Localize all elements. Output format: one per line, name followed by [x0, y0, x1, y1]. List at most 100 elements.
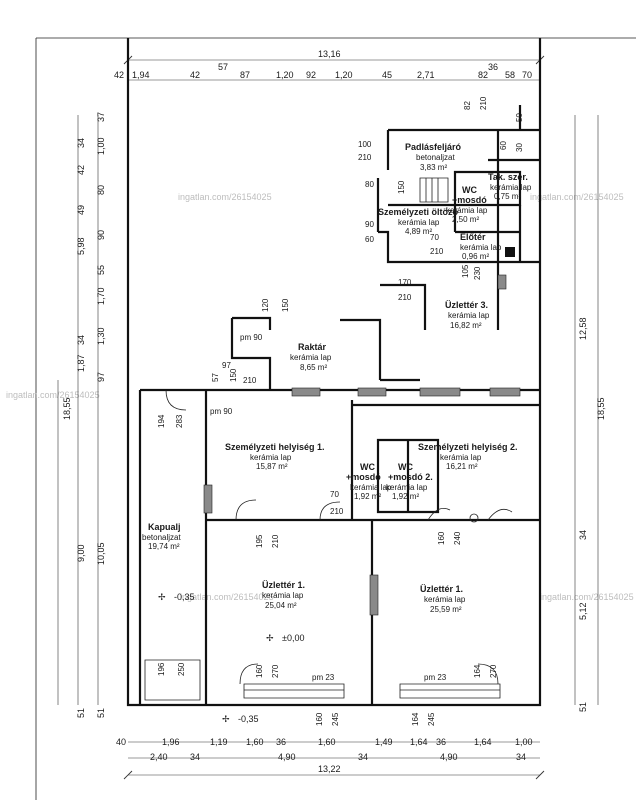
- svg-text:210: 210: [430, 247, 444, 256]
- svg-text:Tak. szer.: Tak. szer.: [488, 172, 528, 182]
- svg-text:12,58: 12,58: [578, 317, 588, 340]
- svg-text:196: 196: [157, 662, 166, 676]
- svg-text:4,90: 4,90: [278, 752, 296, 762]
- svg-text:1,60: 1,60: [318, 737, 336, 747]
- svg-text:150: 150: [281, 298, 290, 312]
- svg-text:Személyzeti öltöző: Személyzeti öltöző: [378, 207, 459, 217]
- svg-text:15,87 m²: 15,87 m²: [256, 462, 288, 471]
- svg-text:-0,35: -0,35: [238, 714, 259, 724]
- svg-text:283: 283: [175, 414, 184, 428]
- top-dimensions: 13,16 57 36 42 1,94 42 87 1,20 92 1,20 4…: [114, 49, 545, 81]
- room-raktar: Raktár kerámia lap 8,65 m²: [290, 342, 332, 372]
- svg-text:164: 164: [473, 664, 482, 678]
- svg-text:160: 160: [315, 712, 324, 726]
- svg-text:82: 82: [478, 70, 488, 80]
- svg-text:80: 80: [365, 180, 374, 189]
- svg-text:250: 250: [177, 662, 186, 676]
- room-szemely2: Személyzeti helyiség 2. kerámia lap 16,2…: [418, 442, 518, 471]
- svg-text:1,94: 1,94: [132, 70, 150, 80]
- svg-text:WC: WC: [462, 185, 477, 195]
- svg-text:210: 210: [479, 96, 488, 110]
- svg-text:8,65 m²: 8,65 m²: [300, 363, 327, 372]
- svg-text:42: 42: [76, 165, 86, 175]
- svg-text:kerámia lap: kerámia lap: [424, 595, 466, 604]
- svg-text:25,04 m²: 25,04 m²: [265, 601, 297, 610]
- svg-text:0,96 m²: 0,96 m²: [462, 252, 489, 261]
- svg-text:2,71: 2,71: [417, 70, 435, 80]
- svg-text:1,96: 1,96: [162, 737, 180, 747]
- watermark: ingatlan.com/26154025: [180, 592, 274, 602]
- svg-text:kerámia lap: kerámia lap: [490, 183, 532, 192]
- svg-text:kerámia lap: kerámia lap: [460, 243, 502, 252]
- svg-text:82: 82: [463, 101, 472, 110]
- svg-text:pm 90: pm 90: [240, 333, 263, 342]
- svg-text:19,74 m²: 19,74 m²: [148, 542, 180, 551]
- svg-text:36: 36: [436, 737, 446, 747]
- svg-text:87: 87: [240, 70, 250, 80]
- svg-text:+mosdó 2.: +mosdó 2.: [388, 472, 433, 482]
- svg-text:Raktár: Raktár: [298, 342, 327, 352]
- svg-text:34: 34: [578, 530, 588, 540]
- room-padlas: Padlásfeljáró betonaljzat 3,83 m²: [405, 142, 462, 172]
- svg-text:kerámia lap: kerámia lap: [440, 453, 482, 462]
- opening-labels: 100 210 80 150 90 60 70 210 105 230 170 …: [157, 96, 524, 726]
- room-oltozo: Személyzeti öltöző kerámia lap 4,89 m²: [378, 207, 459, 236]
- svg-text:34: 34: [76, 335, 86, 345]
- shaft-icon: [505, 247, 515, 257]
- svg-text:0,75 m²: 0,75 m²: [494, 192, 521, 201]
- svg-text:5,12: 5,12: [578, 602, 588, 620]
- walls: [126, 38, 542, 707]
- svg-text:+mosdó: +mosdó: [452, 195, 487, 205]
- svg-text:Üzlettér 1.: Üzlettér 1.: [420, 584, 463, 594]
- svg-text:pm 23: pm 23: [424, 673, 447, 682]
- bottom-dimensions: 40 1,96 1,19 1,60 36 1,60 1,49 1,64 36 1…: [116, 737, 545, 780]
- svg-text:34: 34: [516, 752, 526, 762]
- svg-text:kerámia lap: kerámia lap: [290, 353, 332, 362]
- svg-text:Személyzeti helyiség 2.: Személyzeti helyiség 2.: [418, 442, 518, 452]
- room-uzlet1b: Üzlettér 1. kerámia lap 25,59 m²: [420, 584, 466, 614]
- svg-text:49: 49: [76, 205, 86, 215]
- svg-text:245: 245: [331, 712, 340, 726]
- svg-text:1,92 m²: 1,92 m²: [354, 492, 381, 501]
- svg-text:70: 70: [330, 490, 339, 499]
- svg-text:16,21 m²: 16,21 m²: [446, 462, 478, 471]
- svg-text:1,00: 1,00: [515, 737, 533, 747]
- svg-text:18,55: 18,55: [596, 397, 606, 420]
- svg-text:60: 60: [365, 235, 374, 244]
- svg-text:Üzlettér 1.: Üzlettér 1.: [262, 580, 305, 590]
- svg-text:1,92 m²: 1,92 m²: [392, 492, 419, 501]
- watermark: ingatlan.com/26154025: [540, 592, 634, 602]
- svg-text:9,00: 9,00: [76, 544, 86, 562]
- svg-text:Üzlettér 3.: Üzlettér 3.: [445, 300, 488, 310]
- svg-text:kerámia lap: kerámia lap: [350, 483, 392, 492]
- svg-text:37: 37: [96, 112, 106, 122]
- svg-text:4,90: 4,90: [440, 752, 458, 762]
- svg-text:50: 50: [515, 113, 524, 122]
- svg-text:90: 90: [365, 220, 374, 229]
- svg-text:WC: WC: [398, 462, 413, 472]
- svg-text:45: 45: [382, 70, 392, 80]
- svg-text:51: 51: [76, 708, 86, 718]
- svg-text:51: 51: [578, 702, 588, 712]
- svg-text:210: 210: [271, 534, 280, 548]
- svg-text:194: 194: [157, 414, 166, 428]
- svg-text:210: 210: [358, 153, 372, 162]
- svg-text:16,82 m²: 16,82 m²: [450, 321, 482, 330]
- svg-text:betonaljzat: betonaljzat: [142, 533, 181, 542]
- svg-text:1,60: 1,60: [246, 737, 264, 747]
- svg-text:kerámia lap: kerámia lap: [448, 311, 490, 320]
- svg-text:1,19: 1,19: [210, 737, 228, 747]
- svg-text:42: 42: [114, 70, 124, 80]
- svg-text:58: 58: [505, 70, 515, 80]
- svg-text:1,00: 1,00: [96, 137, 106, 155]
- svg-text:60: 60: [499, 141, 508, 150]
- level-symbol-icon: ✢: [266, 633, 274, 643]
- room-uzlet1a: Üzlettér 1. kerámia lap 25,04 m²: [262, 580, 305, 610]
- svg-text:1,30: 1,30: [96, 327, 106, 345]
- svg-text:WC: WC: [360, 462, 375, 472]
- svg-text:5,98: 5,98: [76, 237, 86, 255]
- svg-text:2,50 m²: 2,50 m²: [452, 215, 479, 224]
- svg-text:1,49: 1,49: [375, 737, 393, 747]
- svg-text:kerámia lap: kerámia lap: [398, 218, 440, 227]
- svg-text:pm 90: pm 90: [210, 407, 233, 416]
